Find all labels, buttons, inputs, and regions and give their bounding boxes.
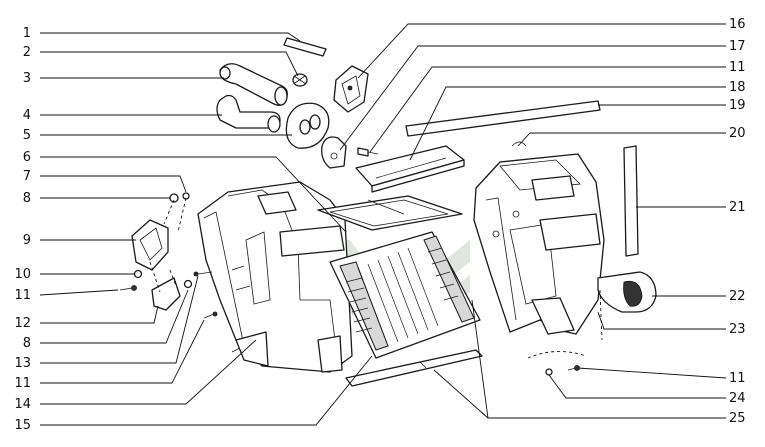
valve-bracket-part [333,65,369,113]
callout-label: 7 [23,169,31,184]
grommet-part [169,192,190,203]
callout-label: 2 [23,45,31,60]
callout-label: 14 [14,397,31,412]
seal-strip-part [283,37,327,57]
callout-label: 13 [14,356,31,371]
lower-hose-part [216,94,281,133]
small-bracket-part [321,136,347,169]
upper-hose-part [219,63,288,106]
control-lever-part [131,219,169,271]
callout-label: 9 [23,233,31,248]
callout-label: 8 [23,191,31,206]
screw-top-part [357,147,379,157]
screw-left-part [119,271,218,319]
long-seal-strip-part [405,100,601,137]
air-duct-frame-part [317,195,463,231]
callout-label: 18 [729,80,746,95]
filter-tray-part [355,145,465,193]
spring-clip-part [511,141,527,147]
callout-label: 17 [729,39,746,54]
callout-label: 21 [729,200,746,215]
callouts-right: 16 17 11 18 19 20 21 22 23 11 24 25 [729,17,746,426]
callouts-left: 1 2 3 4 5 6 7 8 9 10 11 12 8 13 11 14 15 [14,26,31,433]
flat-seal-part [345,349,483,387]
callout-label: 22 [729,289,746,304]
flap-cap-part [597,271,657,313]
callout-label: 11 [14,288,31,303]
callout-label: 10 [14,267,31,282]
callout-label: 1 [23,26,31,41]
vertical-seal-strip-part [623,145,639,257]
callout-label: 23 [729,322,746,337]
callout-label: 16 [729,17,746,32]
housing-cover-part [473,153,605,335]
callout-label: 20 [729,126,746,141]
heater-housing-part [197,181,353,373]
assembly-guide [149,197,603,359]
callout-label: 19 [729,98,746,113]
callout-label: 15 [14,418,31,433]
callout-label: 12 [14,316,31,331]
grommet-plate-part [285,102,330,149]
callout-label: 11 [14,376,31,391]
leader-lines [39,23,727,426]
callout-label: 6 [23,150,31,165]
callout-label: 3 [23,71,31,86]
callout-label: 25 [729,411,746,426]
callout-label: 11 [729,60,746,75]
lever-plate-part [151,277,181,311]
callout-label: 5 [23,128,31,143]
hose-clamp-part [292,73,308,87]
callout-label: 4 [23,108,31,123]
callout-label: 11 [729,371,746,386]
washer-part [133,269,193,289]
heater-core-part [329,231,481,359]
screw-bottom-right-part [545,365,580,376]
callout-label: 24 [729,391,746,406]
callout-label: 8 [23,336,31,351]
